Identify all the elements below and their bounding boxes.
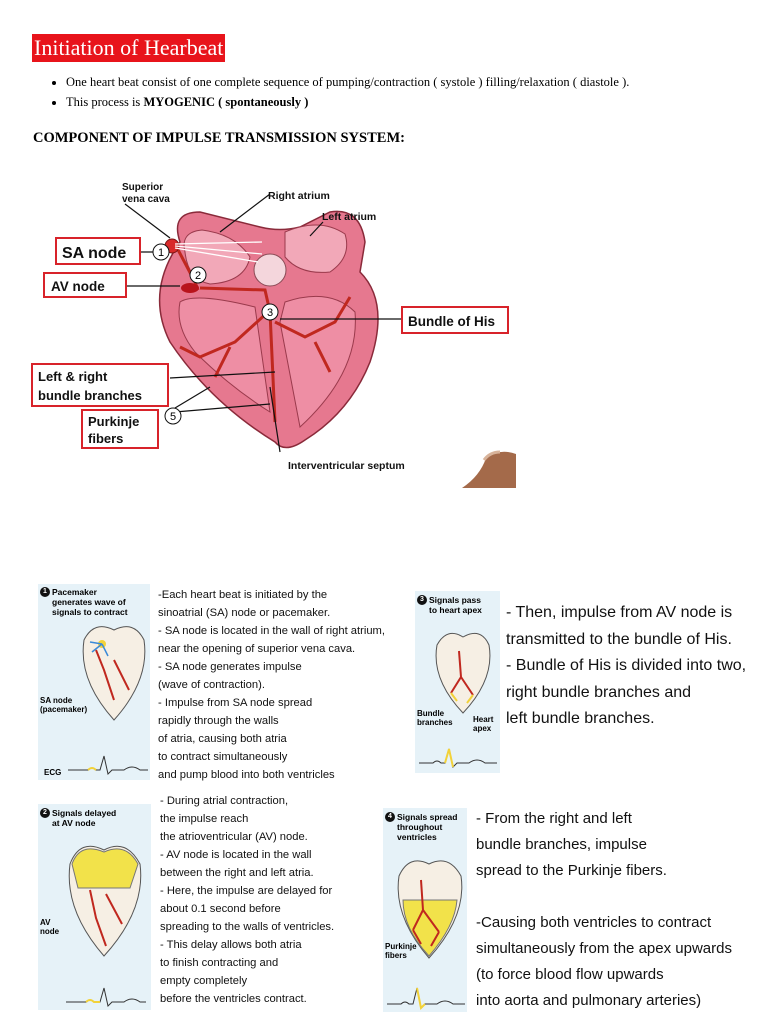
step-2-text: - During atrial contraction, the impulse… [160,795,335,1005]
ecg-trace-3 [419,748,497,768]
sa-node-caption: SA node [40,696,73,705]
mini-heart-1 [82,626,146,721]
bullet-item: One heart beat consist of one complete s… [66,72,629,92]
marker-1: 1 [158,247,164,259]
bundle-of-his-label: Bundle of His [408,314,495,329]
svc-label-2: vena cava [122,194,170,205]
valve [253,253,287,287]
page-title: Initiation of Hearbeat [32,34,226,62]
purkinje-caption: Purkinje [385,942,417,951]
ecg-trace-4 [387,987,465,1010]
section-heading: COMPONENT OF IMPULSE TRANSMISSION SYSTEM… [33,130,405,146]
step-number: 3 [417,595,427,605]
av-node-marker [181,283,199,293]
bullet-item: This process is MYOGENIC ( spontaneously… [66,92,629,112]
heart-conduction-diagram: 1 2 3 4 5 Superior vena cava Right atriu… [31,182,509,472]
sa-node-label: SA node [62,245,126,262]
purkinje-label-1: Purkinje [88,414,139,429]
step-3-text: - Then, impulse from AV node is transmit… [506,604,747,727]
marker-2: 2 [195,270,201,282]
mini-heart-4 [397,860,463,959]
bundle-branches-caption: Bundle [417,709,445,718]
left-atrium-chamber [284,224,348,273]
page-curl-icon [462,450,516,488]
ecg-label: ECG [44,768,62,777]
intro-bullets: One heart beat consist of one complete s… [48,72,629,112]
step-number: 1 [40,587,50,597]
mini-heart-2 [68,845,142,957]
mini-heart-3 [435,632,491,714]
svc-label-1: Superior [122,182,163,193]
av-node-label: AV node [51,279,105,294]
label-boxes [31,237,509,449]
ecg-trace-1 [68,755,148,775]
left-atrium-label: Left atrium [322,211,376,223]
step-4-text: - From the right and left bundle branche… [476,810,732,1009]
step-number: 2 [40,808,50,818]
step-1-text: -Each heart beat is initiated by the sin… [158,589,385,781]
impulse-arrows [174,241,263,263]
heart-apex-caption: Heart [473,715,494,724]
left-ventricle-chamber [279,295,356,428]
ecg-trace-2 [66,987,146,1007]
av-node-caption: AV [40,918,51,927]
marker-5: 5 [170,411,176,423]
bundle-branches-label-1: Left & right [38,369,108,384]
marker-3: 3 [267,307,273,319]
purkinje-label-2: fibers [88,431,123,446]
step-number: 4 [385,812,395,822]
leader-lines [124,193,402,453]
right-atrium-label: Right atrium [268,190,330,202]
bundle-branches-label-2: bundle branches [38,388,142,403]
conduction-pathways [173,243,352,423]
septum-label: Interventricular septum [288,460,405,472]
